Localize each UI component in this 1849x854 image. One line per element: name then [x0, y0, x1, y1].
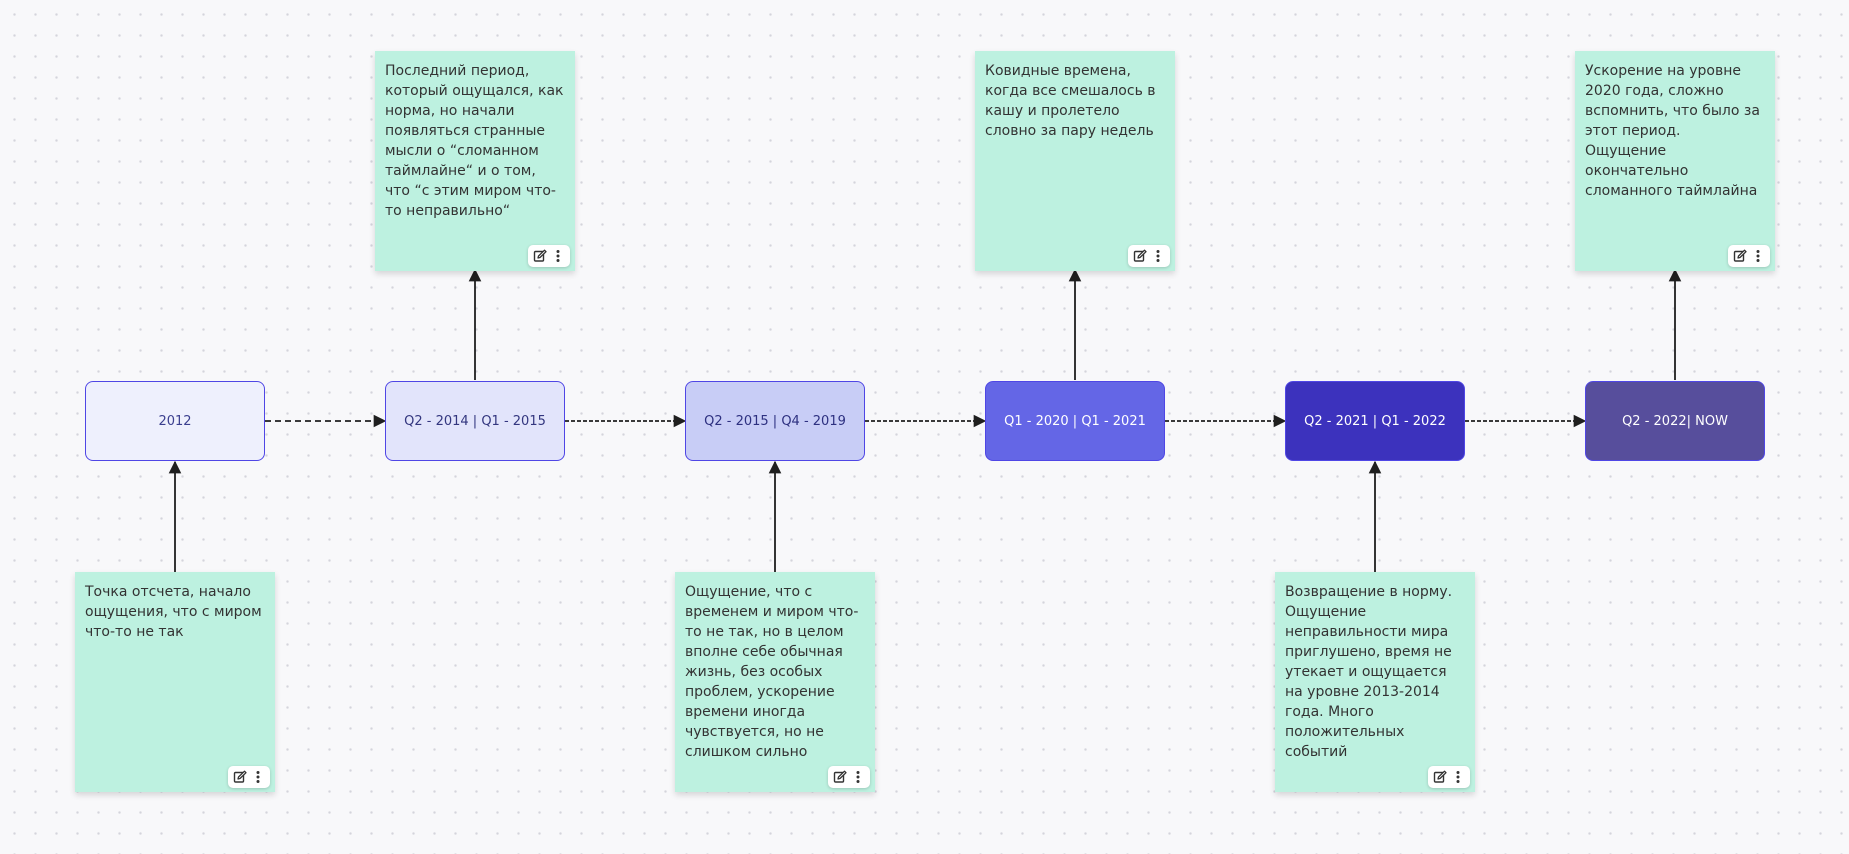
edit-icon[interactable]: [532, 247, 548, 265]
note-text: Точка отсчета, начало ощущения, что с ми…: [85, 584, 262, 640]
timeline-node-2022-now[interactable]: Q2 - 2022| NOW: [1585, 381, 1765, 461]
sticky-note[interactable]: Ускорение на уровне 2020 года, сложно вс…: [1575, 51, 1775, 271]
note-text: Ускорение на уровне 2020 года, сложно вс…: [1585, 63, 1760, 199]
note-text: Ковидные времена, когда все смешалось в …: [985, 63, 1156, 139]
more-vertical-icon[interactable]: [550, 247, 566, 265]
sticky-note[interactable]: Точка отсчета, начало ощущения, что с ми…: [75, 572, 275, 792]
edit-icon[interactable]: [832, 768, 848, 786]
note-toolbar: [528, 245, 570, 267]
note-toolbar: [228, 766, 270, 788]
more-vertical-icon[interactable]: [1450, 768, 1466, 786]
more-vertical-icon[interactable]: [1750, 247, 1766, 265]
note-text: Возвращение в норму. Ощущение неправильн…: [1285, 584, 1453, 760]
timeline-node-2012[interactable]: 2012: [85, 381, 265, 461]
more-vertical-icon[interactable]: [850, 768, 866, 786]
note-toolbar: [1128, 245, 1170, 267]
edit-icon[interactable]: [232, 768, 248, 786]
timeline-node-2020-2021[interactable]: Q1 - 2020 | Q1 - 2021: [985, 381, 1165, 461]
sticky-note[interactable]: Последний период, который ощущался, как …: [375, 51, 575, 271]
edit-icon[interactable]: [1132, 247, 1148, 265]
edit-icon[interactable]: [1732, 247, 1748, 265]
more-vertical-icon[interactable]: [1150, 247, 1166, 265]
more-vertical-icon[interactable]: [250, 768, 266, 786]
timeline-node-2014-2015[interactable]: Q2 - 2014 | Q1 - 2015: [385, 381, 565, 461]
note-toolbar: [1728, 245, 1770, 267]
timeline-node-2021-2022[interactable]: Q2 - 2021 | Q1 - 2022: [1285, 381, 1465, 461]
note-text: Ощущение, что с временем и миром что-то …: [685, 584, 859, 760]
note-toolbar: [1428, 766, 1470, 788]
note-text: Последний период, который ощущался, как …: [385, 63, 564, 219]
sticky-note[interactable]: Ощущение, что с временем и миром что-то …: [675, 572, 875, 792]
timeline-node-2015-2019[interactable]: Q2 - 2015 | Q4 - 2019: [685, 381, 865, 461]
note-toolbar: [828, 766, 870, 788]
sticky-note[interactable]: Возвращение в норму. Ощущение неправильн…: [1275, 572, 1475, 792]
sticky-note[interactable]: Ковидные времена, когда все смешалось в …: [975, 51, 1175, 271]
edit-icon[interactable]: [1432, 768, 1448, 786]
